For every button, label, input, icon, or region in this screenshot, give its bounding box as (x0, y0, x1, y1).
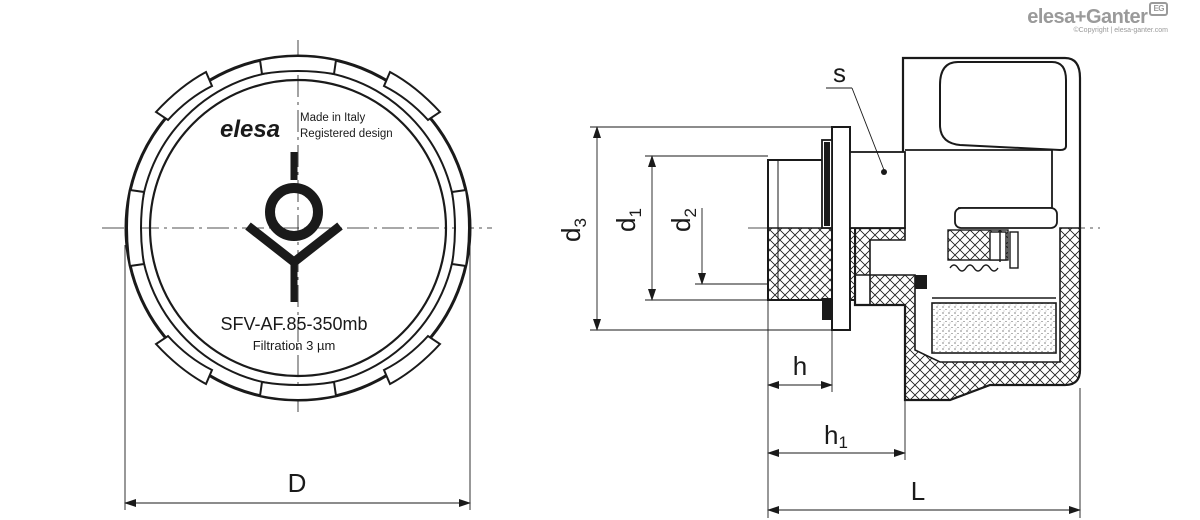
dim-L-label: L (911, 476, 925, 506)
valve-spring (947, 229, 1019, 272)
dim-d3-label: d3 (556, 218, 590, 242)
dim-d1-label: d1 (611, 208, 645, 232)
gasket-fill (824, 142, 830, 226)
neck-upper (849, 151, 906, 229)
copyright-text: ©Copyright | elesa-ganter.com (1073, 27, 1168, 34)
cap-face-circle (148, 78, 448, 378)
dim-d2-letter: d (666, 218, 696, 232)
grip-recess (939, 61, 1067, 152)
dim-h1-subscript: 1 (839, 433, 848, 452)
model-code-label: SFV-AF.85-350mb (220, 314, 367, 334)
dim-d1-letter: d (611, 218, 641, 232)
filtration-label: Filtration 3 µm (253, 338, 336, 353)
dim-d2-subscript: 2 (681, 208, 700, 217)
o-ring (915, 275, 927, 289)
dim-h1-letter: h (824, 420, 838, 450)
made-in-label: Made in Italy (300, 112, 365, 124)
inner-chamber (954, 207, 1058, 229)
brand-logo-plus: + (1074, 6, 1087, 28)
dim-d3-subscript: 3 (571, 218, 590, 227)
filter-symbol-icon (245, 152, 343, 302)
label-s: s (833, 58, 846, 88)
filter-element (931, 302, 1057, 354)
leader-s-diag (851, 87, 885, 171)
gasket-lower (822, 298, 832, 320)
registered-design-label: Registered design (300, 128, 393, 140)
dim-d2-label: d2 (666, 208, 700, 232)
brand-logo-left: elesa (1027, 6, 1075, 28)
dim-d1-subscript: 1 (626, 208, 645, 217)
dim-D-label: D (288, 468, 307, 498)
grip-notches (126, 55, 470, 401)
brand-logo-mark: EG (1149, 2, 1168, 16)
section-view: s d3 d1 d2 (556, 56, 1100, 518)
dim-h-label: h (793, 351, 807, 381)
dim-d3-letter: d (556, 228, 586, 242)
brand-logo-right: Ganter (1085, 6, 1148, 28)
cap-logo-text: elesa (220, 116, 280, 143)
pin-marker (881, 169, 887, 175)
dim-h1-label: h1 (824, 420, 848, 452)
front-view: elesa Made in Italy Registered design SF… (102, 40, 492, 510)
flange (831, 126, 851, 331)
